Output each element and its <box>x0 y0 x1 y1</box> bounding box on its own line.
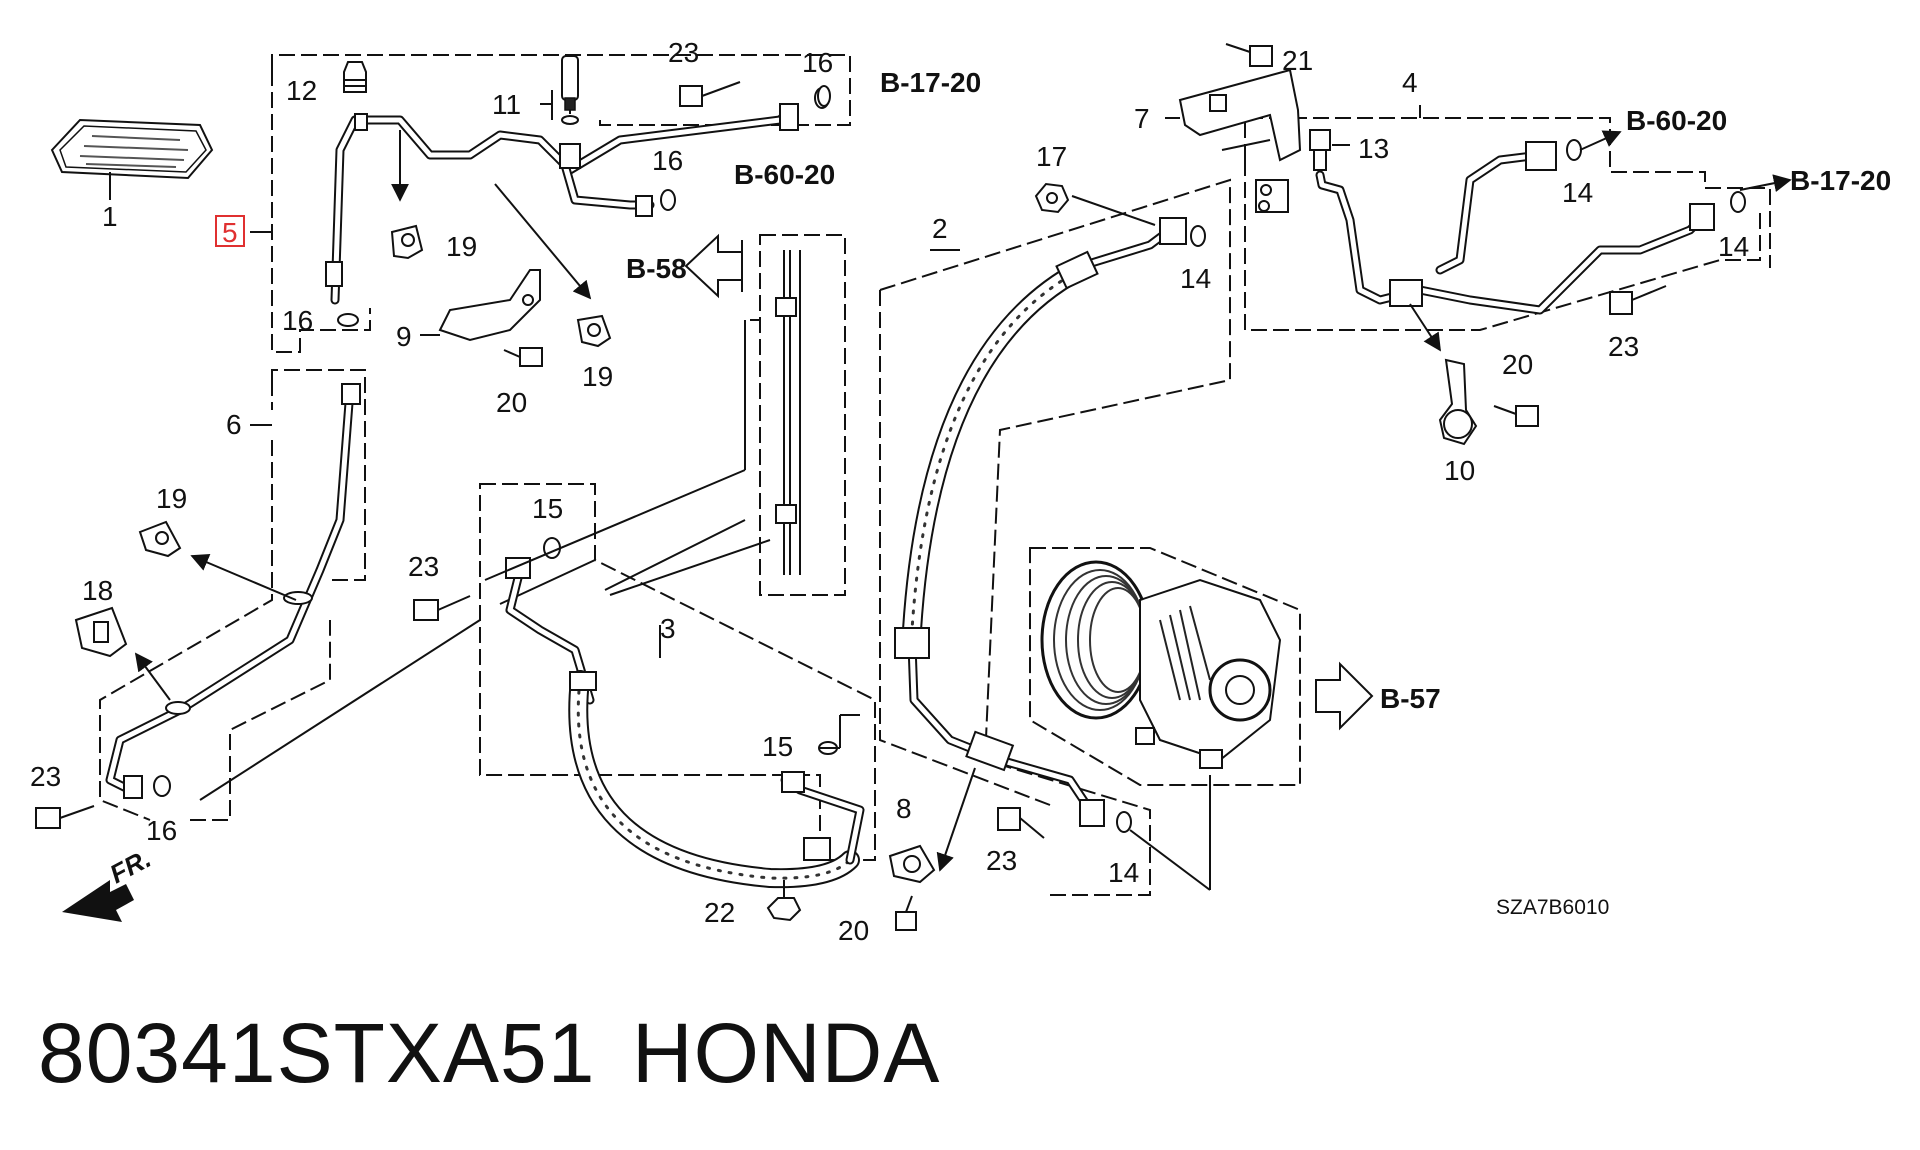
callout-14-right-b: 14 <box>1718 231 1749 262</box>
bolt-20-bottom-icon <box>895 895 917 931</box>
ref-b57: B-57 <box>1380 683 1441 714</box>
callout-8: 8 <box>896 793 912 824</box>
callout-20-bottom: 20 <box>838 915 869 946</box>
callout-6: 6 <box>226 409 242 440</box>
bracket-9-icon <box>420 269 541 342</box>
callout-19-middle: 19 <box>582 361 613 392</box>
ref-b58: B-58 <box>626 253 687 284</box>
callout-labels: 1 5 12 11 23 16 16 19 16 9 20 19 6 19 18… <box>30 37 1749 946</box>
callout-9: 9 <box>396 321 412 352</box>
highlight-box <box>215 215 245 247</box>
callout-20-right: 20 <box>1502 349 1533 380</box>
callout-22: 22 <box>704 897 735 928</box>
pipe-5-group <box>250 54 851 353</box>
bolt-23-hose2-icon <box>997 807 1045 839</box>
footer-brand: HONDA <box>632 1006 941 1100</box>
ref-b60-20-left: B-60-20 <box>734 159 835 190</box>
clip-19-middle-icon <box>576 314 612 348</box>
ref-b17-20-left: B-17-20 <box>880 67 981 98</box>
bolt-21-icon <box>1225 43 1273 67</box>
callout-10: 10 <box>1444 455 1475 486</box>
callout-7: 7 <box>1134 103 1150 134</box>
nut-22-icon <box>766 880 802 922</box>
diagram-code: SZA7B6010 <box>1496 896 1609 919</box>
callout-20-upper: 20 <box>496 387 527 418</box>
callout-16-bottom: 16 <box>146 815 177 846</box>
ref-b60-20-right: B-60-20 <box>1626 105 1727 136</box>
ac-hose-diagram: 1 5 12 11 23 16 16 19 16 9 20 19 6 19 18… <box>30 37 1891 946</box>
pipe-4-group <box>1244 105 1792 352</box>
hose-2-group <box>879 178 1231 896</box>
ref-arrow-b58 <box>684 233 743 299</box>
bolt-20-right-icon <box>1493 405 1539 427</box>
bolt-20-upper-icon <box>503 347 543 367</box>
nut-17-icon <box>1034 182 1156 226</box>
callout-12: 12 <box>286 75 317 106</box>
front-direction-arrow <box>62 880 134 922</box>
callout-18: 18 <box>82 575 113 606</box>
callout-23-center: 23 <box>408 551 439 582</box>
clip-19-upper-icon <box>390 224 424 260</box>
valve-13-icon <box>1309 129 1350 171</box>
callout-23-right: 23 <box>1608 331 1639 362</box>
callout-19-upper: 19 <box>446 231 477 262</box>
bolt-23-center-icon <box>413 595 471 621</box>
bracket-7-icon <box>1165 68 1302 162</box>
callout-11: 11 <box>492 89 521 120</box>
callout-16-mid: 16 <box>652 145 683 176</box>
cap-12-icon <box>343 61 367 93</box>
condenser-outline <box>484 234 846 596</box>
clamp-8-icon <box>888 844 936 884</box>
callout-16-left: 16 <box>282 305 313 336</box>
callout-14-mid: 14 <box>1180 263 1211 294</box>
callout-5: 5 <box>222 217 238 248</box>
compressor-icon <box>1029 547 1301 786</box>
callout-19-lower: 19 <box>156 483 187 514</box>
ref-arrow-b57 <box>1315 661 1374 731</box>
callout-1: 1 <box>102 201 118 232</box>
pipe-6-group <box>99 369 366 821</box>
front-direction-label: FR. <box>105 843 156 889</box>
reference-labels: B-17-20 B-60-20 B-58 B-60-20 B-17-20 B-5… <box>626 67 1891 714</box>
callout-13: 13 <box>1358 133 1389 164</box>
callout-15-top: 15 <box>532 493 563 524</box>
callout-23-left: 23 <box>30 761 61 792</box>
washer-16-top-icon <box>817 85 831 107</box>
bolt-23-right-icon <box>1609 285 1667 315</box>
ref-b17-20-right: B-17-20 <box>1790 165 1891 196</box>
bracket-10-icon <box>1438 358 1478 446</box>
callout-14-right-a: 14 <box>1562 177 1593 208</box>
bolt-23-left-icon <box>35 805 95 829</box>
callout-15-bottom: 15 <box>762 731 793 762</box>
bolt-23-top-icon <box>679 81 741 107</box>
callout-17: 17 <box>1036 141 1067 172</box>
callout-14-bottom: 14 <box>1108 857 1139 888</box>
callout-21: 21 <box>1282 45 1313 76</box>
footer-part-number: 80341STXA51 <box>38 1006 596 1100</box>
callout-4: 4 <box>1402 67 1418 98</box>
pressure-switch-11-icon <box>540 55 579 125</box>
callout-23-top: 23 <box>668 37 699 68</box>
callout-23-hose2: 23 <box>986 845 1017 876</box>
callout-3: 3 <box>660 613 676 644</box>
label-plate-icon <box>50 118 214 200</box>
clip-18-icon <box>74 606 128 658</box>
clip-19-lower-icon <box>138 520 182 558</box>
callout-2: 2 <box>932 213 948 244</box>
hose-3-group <box>199 483 876 889</box>
callout-16-top: 16 <box>802 47 833 78</box>
